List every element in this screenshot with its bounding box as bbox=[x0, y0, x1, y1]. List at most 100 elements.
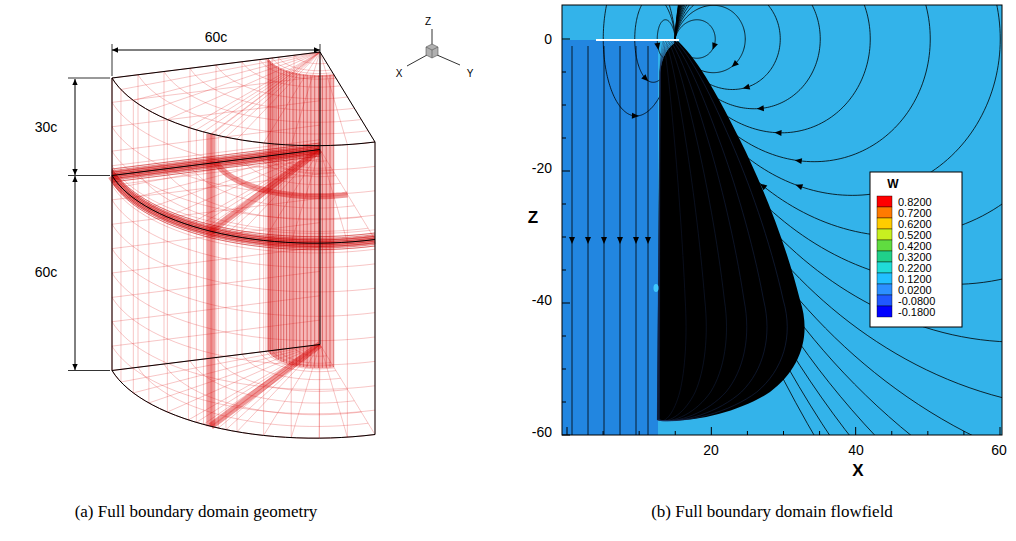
mesh-line bbox=[112, 166, 375, 234]
mesh-line bbox=[303, 74, 304, 367]
legend-value: 0.4200 bbox=[898, 240, 932, 252]
mesh-line bbox=[314, 75, 315, 368]
legend-swatch bbox=[877, 240, 892, 251]
contour-spot bbox=[654, 284, 659, 292]
streamline-arrow bbox=[710, 42, 718, 51]
mesh-line bbox=[112, 153, 320, 179]
dimension-label: 60c bbox=[205, 29, 228, 45]
legend-swatch bbox=[877, 295, 892, 306]
legend-value: -0.0800 bbox=[898, 295, 935, 307]
tick-mark bbox=[855, 427, 856, 435]
dense-streamline bbox=[658, 41, 747, 421]
tick-mark bbox=[562, 402, 566, 403]
legend-swatch bbox=[877, 251, 892, 262]
streamline-arrow bbox=[617, 237, 623, 244]
mesh-line bbox=[289, 72, 290, 365]
tick-mark bbox=[783, 431, 784, 435]
domain-edge bbox=[112, 150, 320, 176]
mesh-line bbox=[112, 322, 375, 390]
mesh-line bbox=[148, 110, 149, 403]
legend-value: 0.0200 bbox=[898, 284, 932, 296]
extension-line bbox=[112, 44, 113, 76]
legend-value: -0.1800 bbox=[898, 306, 935, 318]
streamlines bbox=[569, 5, 1002, 435]
streamline-arrow bbox=[757, 105, 764, 112]
dimension-line bbox=[75, 176, 76, 370]
mesh-line bbox=[133, 100, 134, 393]
mesh-line bbox=[112, 169, 375, 237]
streamline-arrow bbox=[601, 237, 607, 244]
tick-mark bbox=[891, 431, 892, 435]
mesh-line bbox=[273, 65, 274, 358]
domain-edge bbox=[112, 78, 375, 146]
tick-mark bbox=[963, 431, 964, 435]
triad-axis bbox=[407, 55, 427, 66]
streamline-arrow bbox=[632, 113, 639, 119]
mesh-line bbox=[276, 66, 277, 359]
mesh-geometry bbox=[112, 52, 375, 438]
streamline-arrow bbox=[633, 237, 639, 244]
mesh-line bbox=[112, 143, 320, 169]
tick-mark bbox=[927, 431, 928, 435]
domain-edge bbox=[320, 52, 321, 345]
mesh-line bbox=[268, 59, 269, 352]
mesh-line bbox=[216, 65, 217, 358]
mesh-line bbox=[330, 75, 331, 368]
tick-label: 20 bbox=[703, 442, 719, 458]
mesh-line bbox=[310, 75, 311, 368]
mesh-line bbox=[280, 68, 281, 361]
axis-ticks bbox=[562, 39, 1000, 435]
vortex-region bbox=[657, 41, 805, 421]
streamline-arrow bbox=[795, 182, 804, 190]
streamline-arrow bbox=[641, 74, 650, 83]
mesh-line bbox=[112, 151, 320, 177]
mesh-line bbox=[265, 59, 266, 352]
legend-box bbox=[870, 172, 962, 327]
mesh-line bbox=[272, 63, 273, 356]
dimension-label: 60c bbox=[35, 264, 58, 280]
tick-label: 40 bbox=[848, 442, 864, 458]
mesh-line bbox=[286, 71, 287, 364]
domain-edge bbox=[375, 142, 376, 435]
tick-mark bbox=[675, 431, 676, 435]
extension-line bbox=[68, 175, 110, 176]
tick-mark bbox=[562, 369, 566, 370]
mesh-line bbox=[203, 132, 204, 425]
streamline-arrow bbox=[645, 237, 651, 244]
dense-streamline bbox=[657, 41, 787, 421]
tick-mark bbox=[562, 72, 566, 73]
legend-value: 0.5200 bbox=[898, 229, 932, 241]
mesh-lines bbox=[112, 52, 375, 438]
mesh-line bbox=[112, 78, 375, 146]
tick-label: 60 bbox=[991, 442, 1007, 458]
domain-edges bbox=[112, 52, 375, 438]
legend-value: 0.8200 bbox=[898, 196, 932, 208]
tick-mark bbox=[819, 431, 820, 435]
mesh-line bbox=[138, 75, 139, 368]
legend-swatch bbox=[877, 207, 892, 218]
domain-edge bbox=[112, 176, 375, 244]
mesh-line bbox=[112, 148, 320, 174]
mesh-line bbox=[270, 62, 271, 355]
mesh-line bbox=[210, 134, 211, 427]
tick-mark bbox=[562, 39, 570, 40]
mesh-line bbox=[112, 156, 320, 182]
mesh-line bbox=[269, 60, 270, 353]
mesh-line bbox=[225, 137, 226, 430]
streamline-arrow bbox=[774, 130, 781, 136]
dense-streamline bbox=[659, 41, 686, 421]
refined-bands bbox=[112, 134, 375, 427]
streamline-arrow bbox=[742, 84, 750, 92]
mesh-line bbox=[112, 297, 375, 365]
dense-mesh bbox=[112, 59, 375, 368]
flowfield-plot bbox=[562, 5, 1002, 435]
tick-mark bbox=[562, 303, 570, 304]
legend-title: W bbox=[887, 177, 898, 191]
mesh-line bbox=[120, 90, 121, 383]
tick-mark bbox=[562, 237, 566, 238]
tick-mark bbox=[711, 427, 712, 435]
axis-triad bbox=[407, 29, 460, 66]
triad-cube-edge bbox=[426, 47, 438, 58]
domain-edge bbox=[112, 371, 375, 439]
mesh-line bbox=[112, 171, 375, 239]
